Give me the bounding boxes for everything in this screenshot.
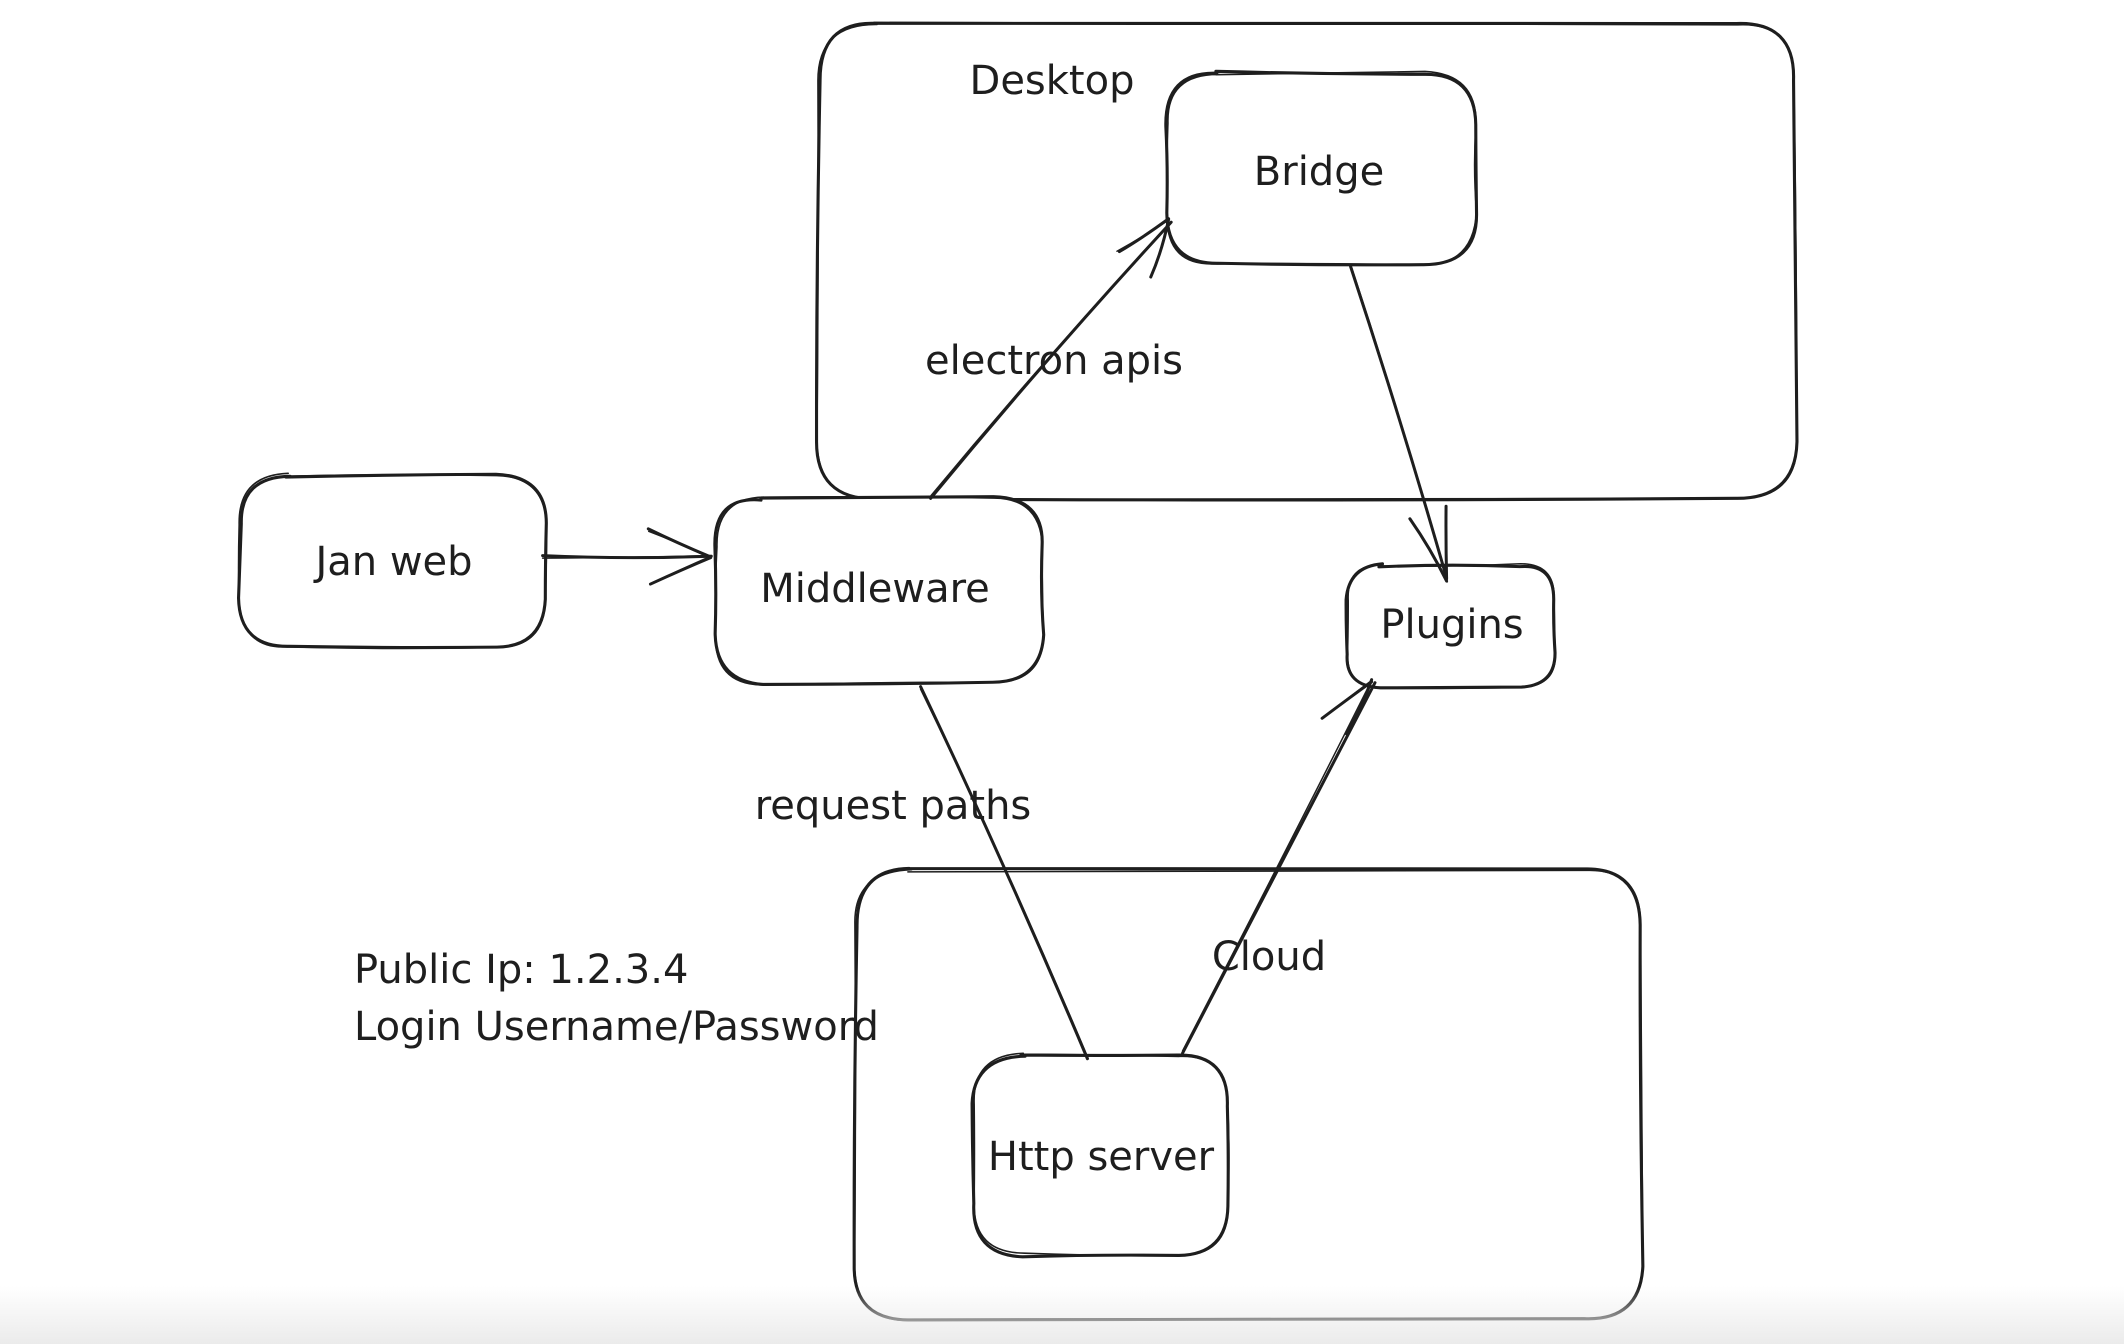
stroke-path xyxy=(1409,517,1448,581)
bridge-node[interactable] xyxy=(1164,69,1479,267)
login-credentials-line[interactable]: Login Username/Password xyxy=(354,1004,879,1050)
cloud-access-annotation[interactable]: Public Ip: 1.2.3.4 Login Username/Passwo… xyxy=(354,942,879,1056)
stroke-path xyxy=(1349,263,1448,583)
stroke-path xyxy=(929,220,1173,497)
stroke-path xyxy=(1346,562,1556,690)
middleware-node[interactable] xyxy=(713,495,1046,686)
stroke-path xyxy=(714,495,1045,686)
stroke-path xyxy=(1116,219,1170,252)
plugins-node[interactable] xyxy=(1344,562,1557,690)
stroke-path xyxy=(541,554,713,559)
stroke-path xyxy=(237,472,548,650)
stroke-path xyxy=(973,1052,1230,1257)
public-ip-line[interactable]: Public Ip: 1.2.3.4 xyxy=(354,947,689,993)
arrow-janweb-to-middleware[interactable] xyxy=(541,527,713,586)
stroke-path xyxy=(1165,70,1478,266)
stroke-path xyxy=(646,527,713,559)
stroke-path xyxy=(650,555,712,585)
http-server-label[interactable]: Http server xyxy=(987,1134,1215,1180)
jan-web-node[interactable] xyxy=(236,472,548,650)
edge-label-electron-apis[interactable]: electron apis xyxy=(925,338,1183,384)
stroke-path xyxy=(1321,679,1373,719)
stroke-path xyxy=(1345,680,1373,737)
stroke-path xyxy=(1166,73,1475,265)
stroke-path xyxy=(647,530,712,560)
arrow-httpserver-to-plugins[interactable] xyxy=(1181,678,1377,1055)
middleware-label[interactable]: Middleware xyxy=(760,566,990,612)
arrow-bridge-to-plugins[interactable] xyxy=(1349,263,1449,583)
stroke-path xyxy=(816,21,1798,501)
http-server-node[interactable] xyxy=(970,1052,1230,1259)
desktop-container-label[interactable]: Desktop xyxy=(969,58,1135,104)
jan-web-label[interactable]: Jan web xyxy=(315,539,473,585)
cloud-container-label[interactable]: Cloud xyxy=(1211,934,1327,980)
stroke-path xyxy=(919,688,1089,1059)
bridge-label[interactable]: Bridge xyxy=(1253,149,1385,195)
stroke-path xyxy=(1150,220,1170,278)
stroke-path xyxy=(715,498,1042,683)
stroke-path xyxy=(1347,565,1555,687)
arrow-middleware-to-bridge[interactable] xyxy=(929,217,1173,500)
plugins-label[interactable]: Plugins xyxy=(1380,602,1524,648)
edge-label-request-paths[interactable]: request paths xyxy=(754,783,1032,829)
stroke-path xyxy=(973,1055,1228,1255)
stroke-path xyxy=(240,475,545,648)
line-middleware-to-httpserver[interactable] xyxy=(919,685,1089,1061)
